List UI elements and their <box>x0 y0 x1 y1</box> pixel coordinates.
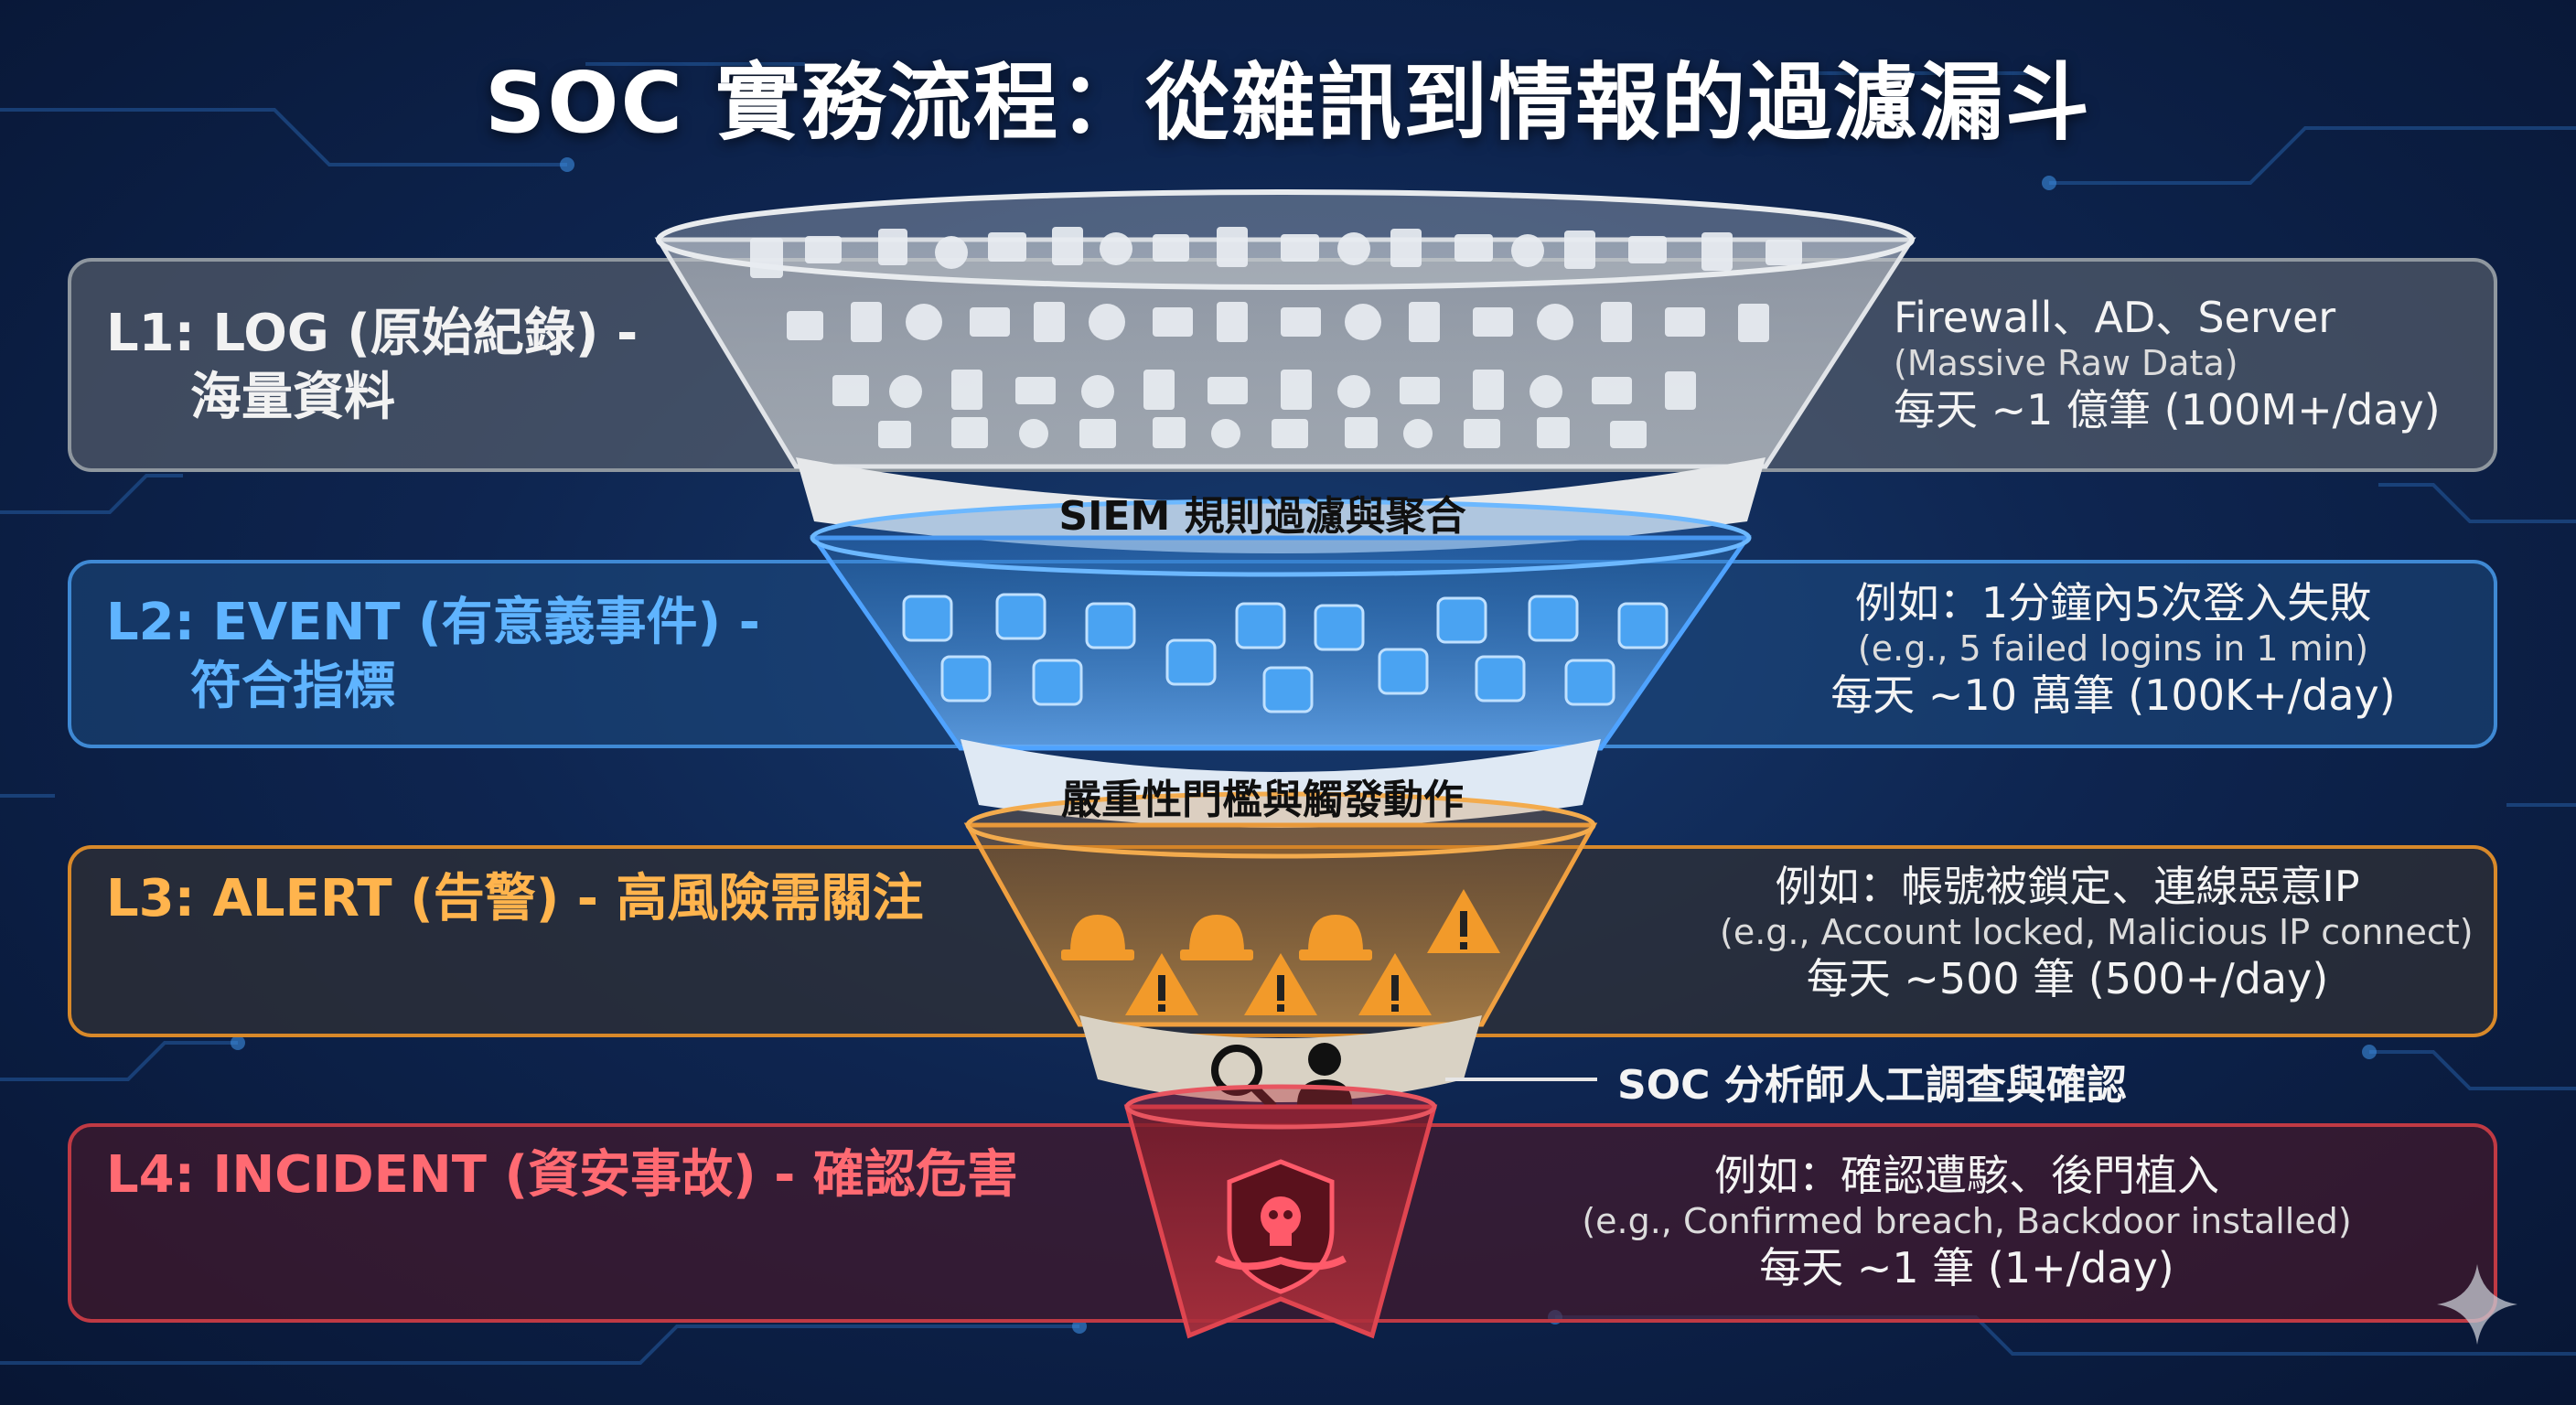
funnel-segment-l4 <box>1123 1084 1438 1339</box>
info-l2: 例如：1分鐘內5次登入失敗 (e.g., 5 failed logins in … <box>1830 578 2396 720</box>
key-card-icons <box>902 593 1669 713</box>
label-l2: L2: EVENT (有意義事件) - 符合指標 <box>106 593 760 716</box>
stage-analyst-label: SOC 分析師人工調查與確認 <box>1617 1062 2127 1109</box>
info-l4: 例如：確認遭駭、後門植入 (e.g., Confirmed breach, Ba… <box>1582 1151 2352 1292</box>
info-l1: Firewall、AD、Server (Massive Raw Data) 每天… <box>1894 293 2441 434</box>
alert-icons <box>1061 889 1500 1015</box>
label-l4: L4: INCIDENT (資安事故) - 確認危害 <box>106 1145 1018 1205</box>
label-l1: L1: LOG (原始紀錄) - 海量資料 <box>106 304 639 427</box>
log-icons <box>750 227 1802 448</box>
sparkle-icon <box>2437 1264 2517 1345</box>
page-title: SOC 實務流程：從雜訊到情報的過濾漏斗 <box>484 54 2092 152</box>
label-l3: L3: ALERT (告警) - 高風險需關注 <box>106 869 924 928</box>
stage-siem-label: SIEM 規則過濾與聚合 <box>1058 493 1466 540</box>
funnel-segment-l3 <box>963 791 1598 1102</box>
stage-threshold-label: 嚴重性門檻與觸發動作 <box>1061 777 1464 823</box>
info-l3: 例如：帳號被鎖定、連線惡意IP (e.g., Account locked, M… <box>1720 862 2474 1003</box>
